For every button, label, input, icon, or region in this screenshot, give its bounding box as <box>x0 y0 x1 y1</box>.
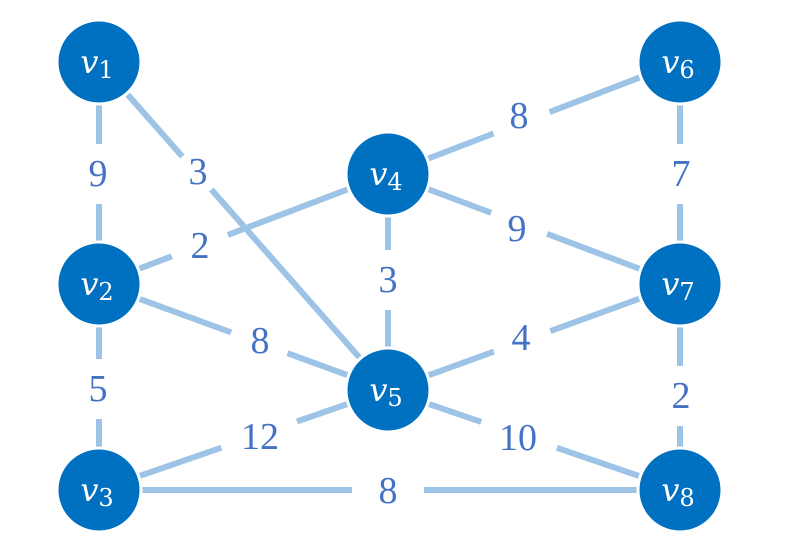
node-v5: v5 <box>344 346 432 434</box>
node-v5-label: v5 <box>369 371 402 412</box>
node-label-subscript: 2 <box>98 278 113 306</box>
edge-weight-v3-v8: 8 <box>379 470 398 512</box>
node-label-letter: v <box>661 471 679 509</box>
edge-weight-v2-v3: 5 <box>89 368 108 410</box>
edge-weight-v1-v5: 3 <box>189 151 208 193</box>
node-label-subscript: 6 <box>679 56 694 84</box>
node-label-subscript: 5 <box>387 384 402 412</box>
edge-weight-v4-v7: 9 <box>508 208 527 250</box>
node-v8-circle <box>636 446 724 534</box>
node-label-letter: v <box>369 371 387 409</box>
node-v7-circle <box>636 240 724 328</box>
node-label-letter: v <box>661 265 679 303</box>
node-v3-label: v3 <box>80 471 113 512</box>
node-label-subscript: 4 <box>387 168 402 196</box>
edge-weight-v3-v5: 12 <box>241 416 279 458</box>
edge-weights-layer: 9 3 2 8 5 12 8 8 3 9 4 10 7 2 <box>89 95 691 512</box>
node-v6-label: v6 <box>661 43 694 84</box>
node-label-subscript: 3 <box>98 484 113 512</box>
edge-weight-v5-v7: 4 <box>512 317 531 359</box>
node-v3-circle <box>55 446 143 534</box>
node-v3: v3 <box>55 446 143 534</box>
node-v4: v4 <box>344 130 432 218</box>
edge-weight-v7-v8: 2 <box>672 375 691 417</box>
node-v8-label: v8 <box>661 471 694 512</box>
node-v4-label: v4 <box>369 155 402 196</box>
node-v2-circle <box>55 240 143 328</box>
node-v1-circle <box>55 18 143 106</box>
node-v7-label: v7 <box>661 265 694 306</box>
node-label-letter: v <box>80 43 98 81</box>
edge-v1-v5-segment-b <box>209 187 391 392</box>
node-label-letter: v <box>80 265 98 303</box>
node-v1-label: v1 <box>80 43 113 84</box>
node-v6-circle <box>636 18 724 106</box>
node-v8: v8 <box>636 446 724 534</box>
node-label-letter: v <box>80 471 98 509</box>
node-v7: v7 <box>636 240 724 328</box>
node-v2: v2 <box>55 240 143 328</box>
edge-weight-v1-v2: 9 <box>89 153 108 195</box>
edge-weight-v5-v8: 10 <box>499 417 537 459</box>
edge-weight-v2-v5: 8 <box>251 320 270 362</box>
node-v1: v1 <box>55 18 143 106</box>
node-v5-circle <box>344 346 432 434</box>
edge-weight-v6-v7: 7 <box>672 153 691 195</box>
node-label-letter: v <box>369 155 387 193</box>
edge-weight-v2-v4: 2 <box>191 225 210 267</box>
node-label-letter: v <box>661 43 679 81</box>
node-label-subscript: 1 <box>98 56 113 84</box>
node-v4-circle <box>344 130 432 218</box>
node-v6: v6 <box>636 18 724 106</box>
node-v2-label: v2 <box>80 265 113 306</box>
edge-weight-v4-v6: 8 <box>510 95 529 137</box>
node-label-subscript: 8 <box>679 484 694 512</box>
node-label-subscript: 7 <box>679 278 694 306</box>
edge-weight-v4-v5: 3 <box>379 259 398 301</box>
